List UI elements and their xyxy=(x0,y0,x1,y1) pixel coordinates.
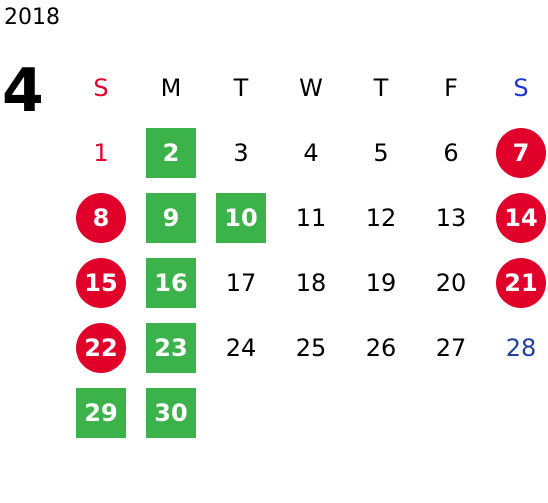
day-cell[interactable]: 13 xyxy=(416,185,486,250)
holiday-day: 15 xyxy=(76,257,126,308)
day-number: 26 xyxy=(365,333,397,362)
day-cell[interactable]: 1 xyxy=(66,120,136,185)
day-cell[interactable]: 6 xyxy=(416,120,486,185)
day-cell[interactable]: 4 xyxy=(276,120,346,185)
day-cell[interactable]: 3 xyxy=(206,120,276,185)
weekday-header-sun: S xyxy=(93,73,109,102)
day-cell[interactable]: 24 xyxy=(206,315,276,380)
day-number: 3 xyxy=(233,138,249,167)
highlighted-day: 23 xyxy=(146,322,196,373)
day-cell xyxy=(346,380,416,445)
day-cell[interactable]: 11 xyxy=(276,185,346,250)
day-cell[interactable]: 19 xyxy=(346,250,416,315)
highlighted-day: 29 xyxy=(76,387,126,438)
day-cell[interactable]: 18 xyxy=(276,250,346,315)
day-number: 24 xyxy=(225,333,257,362)
day-cell[interactable]: 22 xyxy=(66,315,136,380)
day-number: 5 xyxy=(373,138,389,167)
day-cell[interactable]: 2 xyxy=(136,120,206,185)
day-number: 4 xyxy=(303,138,319,167)
holiday-day: 21 xyxy=(496,257,546,308)
day-cell xyxy=(276,380,346,445)
day-number: 12 xyxy=(365,203,397,232)
day-cell[interactable]: 26 xyxy=(346,315,416,380)
day-number: 27 xyxy=(435,333,467,362)
day-number: 19 xyxy=(365,268,397,297)
weekday-header-mon: M xyxy=(160,73,182,102)
day-cell xyxy=(486,380,548,445)
highlighted-day: 9 xyxy=(146,192,196,243)
holiday-day: 7 xyxy=(496,127,546,178)
weekday-header-sat: S xyxy=(513,73,529,102)
day-cell[interactable]: 30 xyxy=(136,380,206,445)
day-number: 28 xyxy=(505,333,537,362)
day-cell[interactable]: 12 xyxy=(346,185,416,250)
day-cell[interactable]: 20 xyxy=(416,250,486,315)
day-number: 1 xyxy=(93,138,109,167)
day-number: 13 xyxy=(435,203,467,232)
highlighted-day: 2 xyxy=(146,127,196,178)
day-number: 18 xyxy=(295,268,327,297)
day-cell[interactable]: 14 xyxy=(486,185,548,250)
day-cell[interactable]: 29 xyxy=(66,380,136,445)
day-cell[interactable]: 28 xyxy=(486,315,548,380)
day-cell[interactable]: 27 xyxy=(416,315,486,380)
day-cell[interactable]: 8 xyxy=(66,185,136,250)
day-cell[interactable]: 9 xyxy=(136,185,206,250)
day-cell xyxy=(416,380,486,445)
day-cell[interactable]: 15 xyxy=(66,250,136,315)
weekday-header-wed: W xyxy=(299,73,323,102)
day-cell[interactable]: 25 xyxy=(276,315,346,380)
holiday-day: 22 xyxy=(76,322,126,373)
holiday-day: 14 xyxy=(496,192,546,243)
day-number: 17 xyxy=(225,268,257,297)
weekday-header-thu: T xyxy=(373,73,389,102)
calendar-year: 2018 xyxy=(4,5,60,30)
day-cell[interactable]: 23 xyxy=(136,315,206,380)
day-number: 25 xyxy=(295,333,327,362)
calendar-month: 4 xyxy=(2,56,44,126)
holiday-day: 8 xyxy=(76,192,126,243)
day-cell[interactable]: 17 xyxy=(206,250,276,315)
day-cell[interactable]: 7 xyxy=(486,120,548,185)
day-cell xyxy=(206,380,276,445)
day-number: 11 xyxy=(295,203,327,232)
highlighted-day: 30 xyxy=(146,387,196,438)
highlighted-day: 16 xyxy=(146,257,196,308)
day-cell[interactable]: 16 xyxy=(136,250,206,315)
day-number: 6 xyxy=(443,138,459,167)
weekday-header-fri: F xyxy=(444,73,458,102)
highlighted-day: 10 xyxy=(216,192,266,243)
day-cell[interactable]: 21 xyxy=(486,250,548,315)
day-cell[interactable]: 10 xyxy=(206,185,276,250)
weekday-header-tue: T xyxy=(233,73,249,102)
day-number: 20 xyxy=(435,268,467,297)
day-cell[interactable]: 5 xyxy=(346,120,416,185)
